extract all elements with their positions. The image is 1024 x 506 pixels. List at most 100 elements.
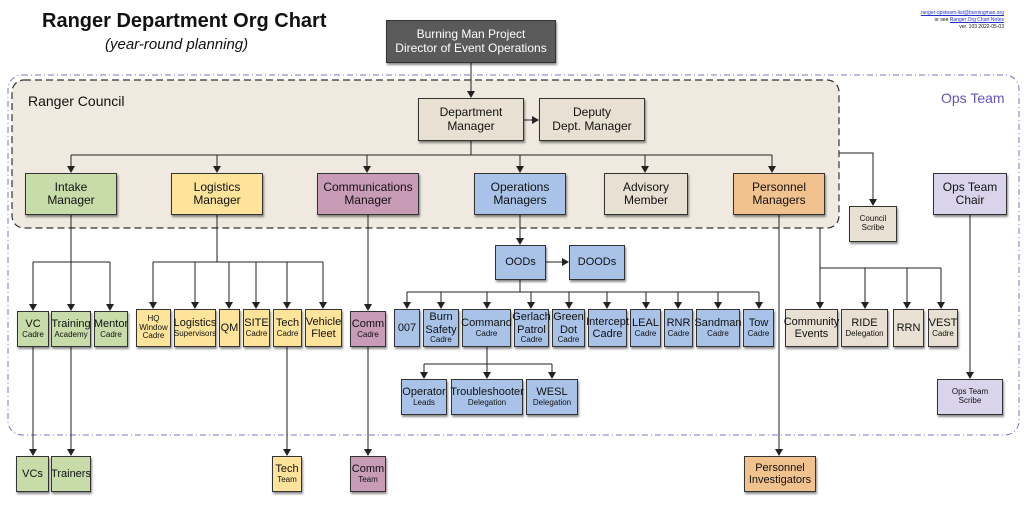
version-text: ver. 103 2022-05-03 <box>959 23 1004 30</box>
node-label: Operations <box>490 179 550 194</box>
node-label: Director of Event Operations <box>395 40 547 55</box>
vest-cadre-node: VEST Cadre <box>928 309 958 347</box>
advisory-member-node: Advisory Member <box>604 173 688 215</box>
node-label: Trainers <box>51 467 91 480</box>
ride-delegation-node: RIDE Delegation <box>841 309 888 347</box>
node-label: RRN <box>896 321 921 334</box>
tech-cadre-node: Tech Cadre <box>273 309 302 347</box>
trainers-node: Trainers <box>51 456 91 492</box>
node-label: Burning Man Project <box>416 27 526 42</box>
leal-cadre-node: LEAL Cadre <box>630 309 661 347</box>
ops-team-email-link[interactable]: ranger-opsteam-list@burningman.org <box>920 10 1004 16</box>
notes-see-text: or see <box>934 16 949 23</box>
node-label: Scribe <box>861 223 885 232</box>
troubleshooter-delegation-node: Troubleshooter Delegation <box>450 379 524 415</box>
department-manager-node: Department Manager <box>418 98 524 141</box>
burn-safety-cadre-node: Burn Safety Cadre <box>423 309 459 347</box>
node-label: RNR <box>666 317 691 330</box>
node-label: Patrol <box>517 323 546 336</box>
node-label: Manager <box>447 118 495 133</box>
node-label: LEAL <box>632 317 659 330</box>
node-sublabel: Academy <box>54 329 88 339</box>
node-label: VEST <box>928 317 958 330</box>
node-label: Scribe <box>958 396 982 405</box>
node-sublabel: Cadre <box>142 331 165 341</box>
node-label: Sandman <box>694 317 742 330</box>
node-label: Fleet <box>311 328 336 340</box>
node-label: RIDE <box>851 317 878 330</box>
director-node: Burning Man Project Director of Event Op… <box>386 20 556 63</box>
ops-team-label: Ops Team <box>941 90 1005 106</box>
node-sublabel: Cadre <box>634 328 657 338</box>
node-label: OODs <box>505 256 536 269</box>
node-label: QM <box>220 321 239 334</box>
node-label: Managers <box>752 193 806 207</box>
node-label: Intake <box>54 179 88 194</box>
node-label: Safety <box>425 323 457 336</box>
sandman-cadre-node: Sandman Cadre <box>694 309 742 347</box>
node-label: Vehicle <box>305 315 342 328</box>
operations-managers-node: Operations Managers <box>474 173 566 215</box>
node-sublabel: Cadre <box>707 328 729 338</box>
personnel-managers-node: Personnel Managers <box>733 173 825 215</box>
node-sublabel: Cadre <box>357 329 379 339</box>
node-label: Investigators <box>748 474 812 486</box>
comm-team-node: Comm Team <box>350 456 386 492</box>
page-title: Ranger Department Org Chart <box>42 10 327 32</box>
node-label: Command <box>461 317 512 330</box>
node-label: Tech <box>275 317 300 330</box>
node-label: Comm <box>351 318 385 331</box>
node-label: Communications <box>323 179 413 194</box>
comm-cadre-node: Comm Cadre <box>350 311 386 347</box>
node-label: Troubleshooter <box>450 386 524 399</box>
tow-cadre-node: Tow Cadre <box>743 309 774 347</box>
node-label: Community <box>783 315 840 328</box>
node-label: Personnel <box>751 179 807 194</box>
node-sublabel: Cadre <box>430 334 452 344</box>
cadre-007-node: 007 <box>394 309 420 347</box>
node-sublabel: Cadre <box>747 328 770 338</box>
node-sublabel: Cadre <box>520 334 543 344</box>
ops-team-scribe-node: Ops Team Scribe <box>937 379 1003 415</box>
council-scribe-node: Council Scribe <box>849 206 897 242</box>
node-sublabel: Cadre <box>475 328 498 338</box>
node-label: Dot <box>559 323 578 336</box>
logistics-supervisors-node: Logistics Supervisors <box>174 309 216 347</box>
personnel-investigators-node: Personnel Investigators <box>744 456 816 492</box>
node-label: Member <box>623 193 668 207</box>
node-label: Manager <box>344 193 392 207</box>
node-label: Cadre <box>592 328 623 340</box>
node-label: Personnel <box>755 461 805 474</box>
page-subtitle: (year-round planning) <box>105 36 249 53</box>
wesl-delegation-node: WESL Delegation <box>526 379 578 415</box>
ranger-council-label: Ranger Council <box>28 93 125 109</box>
node-label: VCs <box>22 467 43 480</box>
node-label: Logistics <box>193 179 241 194</box>
community-events-node: Community Events <box>783 309 840 347</box>
node-sublabel: Cadre <box>557 334 580 344</box>
node-label: Gerlach <box>512 311 551 324</box>
node-sublabel: Cadre <box>667 328 690 338</box>
node-label: Comm <box>351 463 385 476</box>
node-label: Tow <box>748 317 769 330</box>
tech-team-node: Tech Team <box>272 456 302 492</box>
rnr-cadre-node: RNR Cadre <box>664 309 693 347</box>
node-sublabel: Delegation <box>532 397 572 407</box>
node-sublabel: Cadre <box>276 328 299 338</box>
node-sublabel: Cadre <box>100 329 122 339</box>
node-sublabel: Supervisors <box>173 328 217 338</box>
node-label: Dept. Manager <box>552 118 632 133</box>
vcs-node: VCs <box>16 456 49 492</box>
intercept-cadre-node: Intercept Cadre <box>586 309 629 347</box>
node-label: Training <box>51 318 91 331</box>
vehicle-fleet-node: Vehicle Fleet <box>305 309 342 347</box>
green-dot-cadre-node: Green Dot Cadre <box>552 309 585 347</box>
rrn-node: RRN <box>893 309 924 347</box>
vc-cadre-node: VC Cadre <box>17 311 49 347</box>
operator-leads-node: Operator Leads <box>401 379 447 415</box>
node-label: Manager <box>193 193 241 207</box>
node-label: Council <box>859 214 887 224</box>
node-label: Deputy <box>572 105 612 120</box>
org-chart-notes-link[interactable]: Ranger Org Chart Notes <box>949 16 1004 23</box>
node-label: Green <box>553 311 584 324</box>
